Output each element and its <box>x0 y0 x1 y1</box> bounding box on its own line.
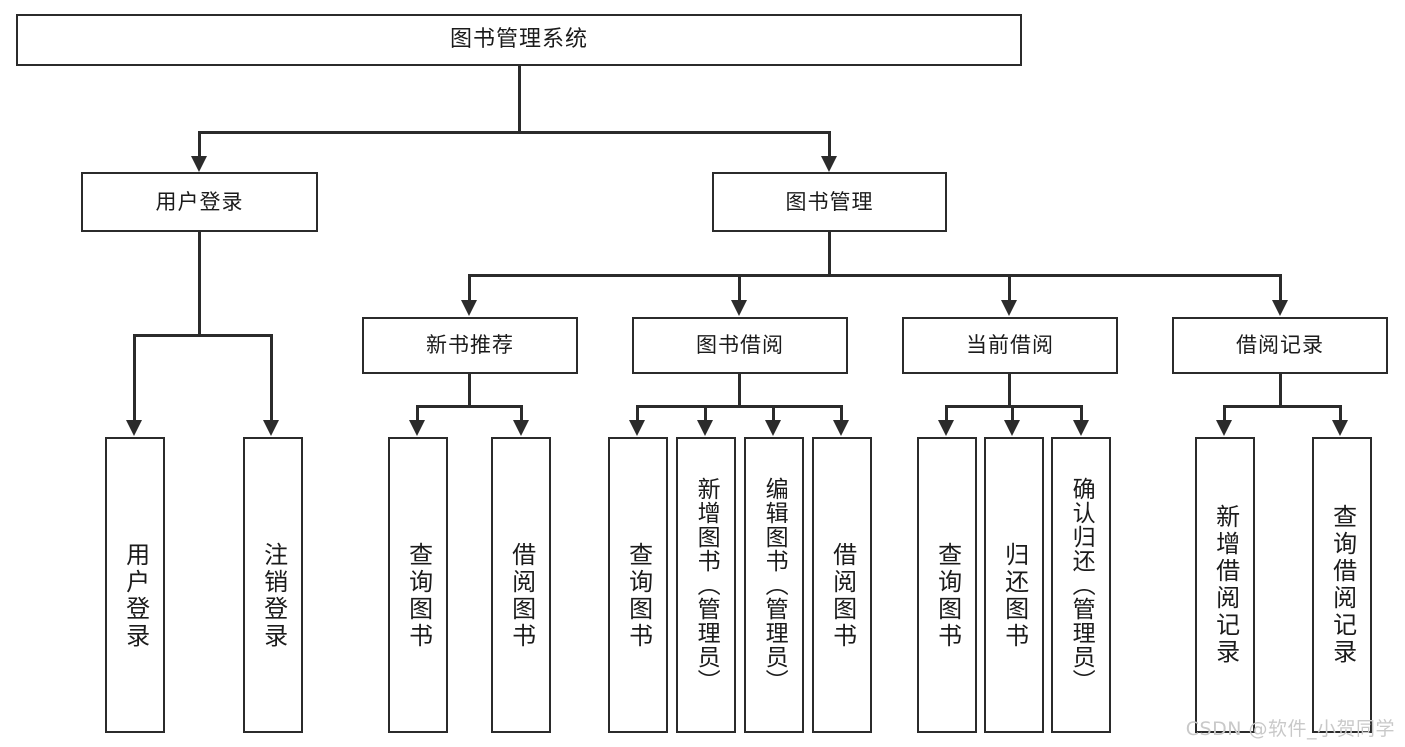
arrowhead-current-leaf-2 <box>1073 420 1089 436</box>
leaf-current-2[interactable]: 确认归还（管理员） <box>1051 437 1111 733</box>
connector-current-to-leaf-2 <box>1080 405 1083 422</box>
leaf-borrow-0[interactable]: 查询图书 <box>608 437 668 733</box>
node-current-borrow[interactable]: 当前借阅 <box>902 317 1118 374</box>
node-label: 新增借阅记录 <box>1211 504 1240 666</box>
leaf-record-0[interactable]: 新增借阅记录 <box>1195 437 1255 733</box>
connector-root-to-book-mgmt <box>828 131 831 158</box>
node-label: 查询图书 <box>624 542 653 650</box>
connector-borrow-to-leaf-3 <box>840 405 843 422</box>
arrowhead-borrow-leaf-2 <box>765 420 781 436</box>
arrowhead-borrow-leaf-0 <box>629 420 645 436</box>
node-label: 查询图书 <box>933 542 962 650</box>
connector-current-stem <box>1008 374 1011 408</box>
node-new-book-recommend[interactable]: 新书推荐 <box>362 317 578 374</box>
connector-borrow-to-leaf-1 <box>704 405 707 422</box>
arrowhead-root-to-user-login <box>191 156 207 172</box>
connector-user-login-bus <box>133 334 273 337</box>
arrowhead-current-leaf-0 <box>938 420 954 436</box>
connector-book-mgmt-stem <box>828 232 831 277</box>
leaf-recommend-0[interactable]: 查询图书 <box>388 437 448 733</box>
node-label: 注销登录 <box>259 542 288 650</box>
node-label: 查询图书 <box>404 542 433 650</box>
node-borrow-record[interactable]: 借阅记录 <box>1172 317 1388 374</box>
leaf-current-0[interactable]: 查询图书 <box>917 437 977 733</box>
node-label: 新增图书（管理员） <box>693 477 720 693</box>
node-label: 借阅图书 <box>507 542 536 650</box>
leaf-recommend-1[interactable]: 借阅图书 <box>491 437 551 733</box>
node-user-login[interactable]: 用户登录 <box>81 172 318 232</box>
connector-book-mgmt-to-l3-3 <box>1279 274 1282 302</box>
connector-book-mgmt-to-l3-2 <box>1008 274 1011 302</box>
node-label: 编辑图书（管理员） <box>761 477 788 693</box>
leaf-user-login-1[interactable]: 注销登录 <box>243 437 303 733</box>
connector-recommend-to-leaf-0 <box>416 405 419 422</box>
arrowhead-l3-0 <box>461 300 477 316</box>
connector-borrow-to-leaf-0 <box>636 405 639 422</box>
connector-book-mgmt-bus <box>468 274 1282 277</box>
arrowhead-l3-1 <box>731 300 747 316</box>
connector-current-to-leaf-1 <box>1011 405 1014 422</box>
arrowhead-user-login-leaf-1 <box>263 420 279 436</box>
node-label: 当前借阅 <box>966 333 1054 358</box>
node-label: 图书管理系统 <box>449 27 588 53</box>
connector-root-bus <box>198 131 831 134</box>
node-label: 图书借阅 <box>696 333 784 358</box>
arrowhead-borrow-leaf-1 <box>697 420 713 436</box>
connector-record-to-leaf-1 <box>1339 405 1342 422</box>
connector-root-to-user-login <box>198 131 201 158</box>
connector-record-bus <box>1223 405 1342 408</box>
connector-user-login-to-leaf-1 <box>270 334 273 422</box>
leaf-borrow-1[interactable]: 新增图书（管理员） <box>676 437 736 733</box>
arrowhead-l3-2 <box>1001 300 1017 316</box>
leaf-current-1[interactable]: 归还图书 <box>984 437 1044 733</box>
arrowhead-record-leaf-1 <box>1332 420 1348 436</box>
connector-recommend-to-leaf-1 <box>520 405 523 422</box>
connector-root-stem <box>518 66 521 133</box>
arrowhead-user-login-leaf-0 <box>126 420 142 436</box>
node-label: 查询借阅记录 <box>1328 504 1357 666</box>
node-label: 归还图书 <box>1000 542 1029 650</box>
connector-user-login-to-leaf-0 <box>133 334 136 422</box>
connector-borrow-stem <box>738 374 741 408</box>
arrowhead-recommend-leaf-1 <box>513 420 529 436</box>
arrowhead-record-leaf-0 <box>1216 420 1232 436</box>
node-label: 确认归还（管理员） <box>1068 477 1095 693</box>
connector-record-to-leaf-0 <box>1223 405 1226 422</box>
arrowhead-current-leaf-1 <box>1004 420 1020 436</box>
leaf-record-1[interactable]: 查询借阅记录 <box>1312 437 1372 733</box>
node-book-management[interactable]: 图书管理 <box>712 172 947 232</box>
arrowhead-borrow-leaf-3 <box>833 420 849 436</box>
connector-current-bus <box>945 405 1083 408</box>
node-label: 借阅图书 <box>828 542 857 650</box>
node-label: 图书管理 <box>785 189 874 214</box>
connector-current-to-leaf-0 <box>945 405 948 422</box>
arrowhead-l3-3 <box>1272 300 1288 316</box>
leaf-borrow-3[interactable]: 借阅图书 <box>812 437 872 733</box>
leaf-borrow-2[interactable]: 编辑图书（管理员） <box>744 437 804 733</box>
node-root-system[interactable]: 图书管理系统 <box>16 14 1022 66</box>
connector-borrow-bus <box>636 405 843 408</box>
node-label: 新书推荐 <box>426 333 514 358</box>
connector-recommend-bus <box>416 405 523 408</box>
node-label: 用户登录 <box>155 189 244 214</box>
arrowhead-recommend-leaf-0 <box>409 420 425 436</box>
node-book-borrow[interactable]: 图书借阅 <box>632 317 848 374</box>
connector-user-login-stem <box>198 232 201 337</box>
leaf-user-login-0[interactable]: 用户登录 <box>105 437 165 733</box>
arrowhead-root-to-book-mgmt <box>821 156 837 172</box>
connector-book-mgmt-to-l3-1 <box>738 274 741 302</box>
connector-book-mgmt-to-l3-0 <box>468 274 471 302</box>
node-label: 借阅记录 <box>1236 333 1324 358</box>
node-label: 用户登录 <box>121 542 150 650</box>
connector-borrow-to-leaf-2 <box>772 405 775 422</box>
connector-record-stem <box>1279 374 1282 408</box>
connector-recommend-stem <box>468 374 471 408</box>
